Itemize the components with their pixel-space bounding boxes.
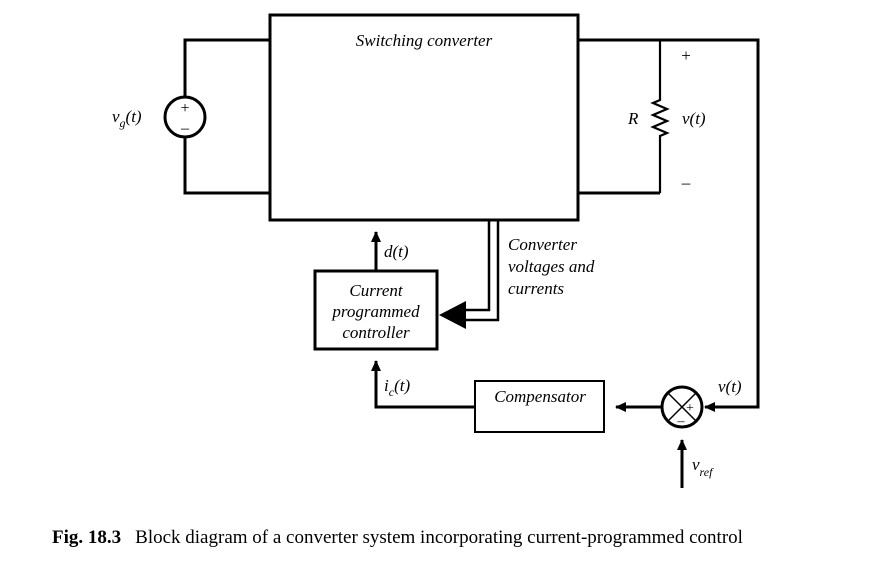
control-current-arrow [371,360,475,409]
output-feedback-wire [578,38,760,412]
figure-caption: Fig. 18.3 Block diagram of a converter sy… [52,527,743,549]
compensator-label: Compensator [494,387,586,406]
switching-converter-label: Switching converter [356,31,493,50]
converter-signals-arrowhead [439,301,466,329]
duty-cycle-label: d(t) [384,242,409,261]
controller-line3: controller [342,323,410,342]
output-minus-label: – [681,173,691,192]
converter-signals-line1: Converter [508,235,577,254]
source-bottom-wire [183,137,270,195]
source-voltage-label: vg(t) [112,107,142,130]
control-current-label: ic(t) [384,376,410,399]
output-plus-label: + [681,46,691,65]
voltage-source-icon: + – [163,95,207,139]
reference-label: vref [692,455,714,479]
summer-plus: + [686,401,694,416]
summing-junction-icon: + – [660,385,704,429]
source-plus: + [180,100,189,117]
controller-line2: programmed [331,302,420,321]
caption-text: Block diagram of a converter system inco… [135,527,743,548]
caption-number: Fig. 18.3 [52,527,122,548]
summer-minus: – [677,414,686,429]
controller-block [313,269,439,351]
controller-line1: Current [349,281,403,300]
switching-converter-block [268,13,580,222]
output-voltage-label: v(t) [682,109,706,128]
resistor-label: R [627,109,639,128]
resistor-icon [650,40,670,193]
source-minus: – [180,120,190,137]
compensator-block [474,380,605,433]
source-top-wire [183,38,270,97]
feedback-voltage-label: v(t) [718,377,742,396]
converter-signals-line3: currents [508,279,564,298]
converter-signals-line2: voltages and [508,257,595,276]
converter-signals-bus [439,220,500,329]
